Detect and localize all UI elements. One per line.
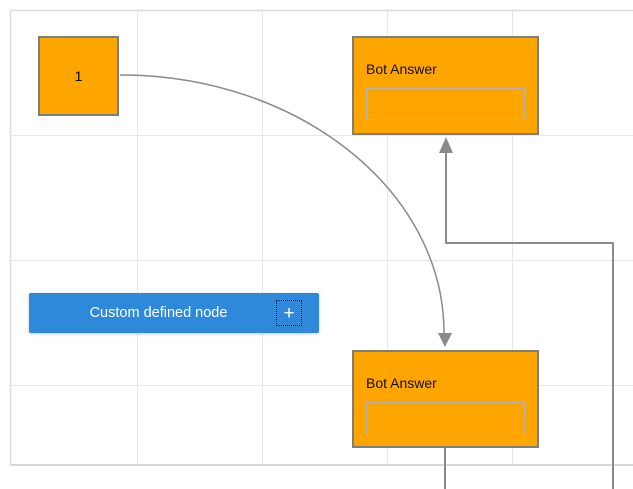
node-start[interactable]: 1 <box>38 36 119 116</box>
arrowhead-up-icon <box>439 137 453 153</box>
bot-answer-input-bottom[interactable] <box>366 402 525 434</box>
node-bot-answer-bottom[interactable]: Bot Answer <box>352 350 539 448</box>
connector-curve-start-to-bottom-node[interactable] <box>119 74 445 334</box>
node-title: Bot Answer <box>366 61 437 77</box>
arrowhead-down-icon <box>438 333 452 347</box>
add-node-plus-icon[interactable]: + <box>276 300 302 326</box>
connector-orthogonal-to-top-node[interactable] <box>445 153 614 489</box>
bot-answer-input-top[interactable] <box>366 88 525 120</box>
node-start-label: 1 <box>74 68 83 84</box>
custom-defined-node-button[interactable]: Custom defined node + <box>29 293 319 333</box>
node-title: Bot Answer <box>366 375 437 391</box>
custom-defined-node-label: Custom defined node <box>89 305 228 321</box>
node-bot-answer-top[interactable]: Bot Answer <box>352 36 539 135</box>
canvas-edges <box>9 9 633 466</box>
